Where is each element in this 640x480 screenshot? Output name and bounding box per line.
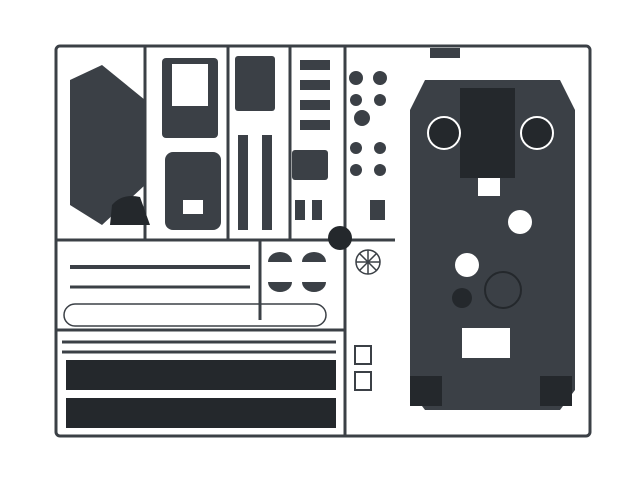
- side-armor-part: [70, 65, 145, 225]
- wheel-spoke-part: [355, 249, 381, 275]
- mantlet-part: [110, 196, 150, 225]
- small-frames: [354, 345, 372, 391]
- vertical-parts: [235, 56, 330, 230]
- track-strips: [66, 360, 336, 428]
- hatch-frame-part: [162, 58, 221, 230]
- dome-parts: [268, 252, 326, 292]
- hull-part: [410, 48, 575, 410]
- rods-and-cable: [62, 265, 336, 354]
- small-wheels: [328, 71, 387, 250]
